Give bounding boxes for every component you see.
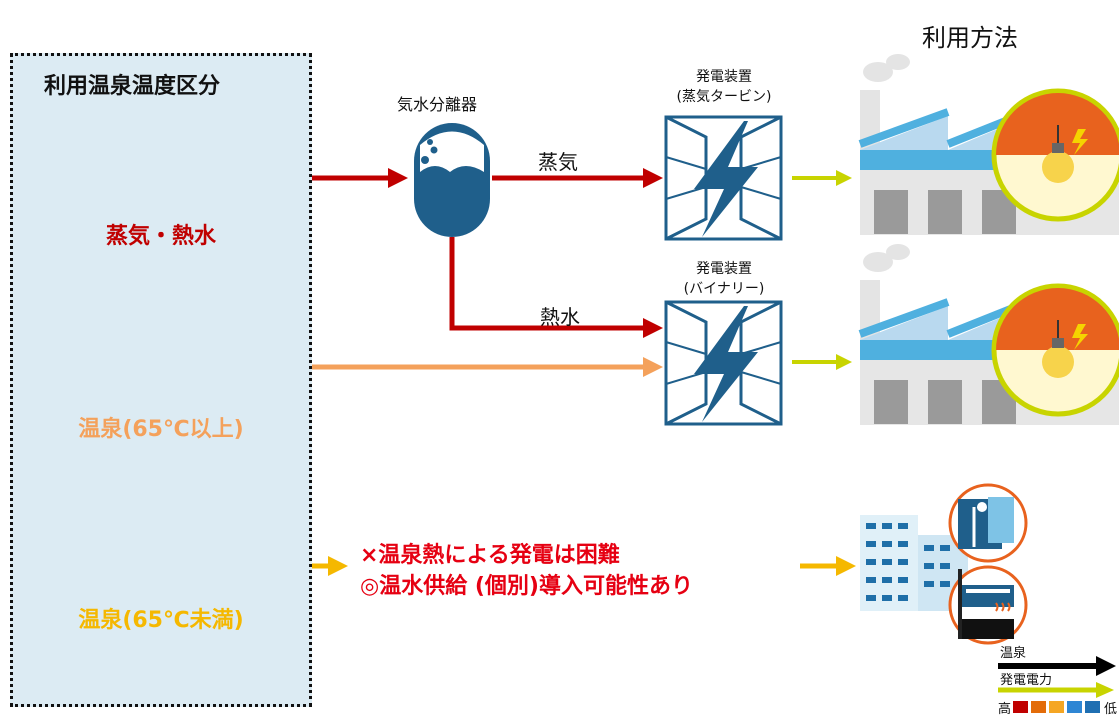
usage-heading: 利用方法 bbox=[922, 24, 1018, 52]
separator-label: 気水分離器 bbox=[397, 95, 478, 114]
generator-2-title-line1: 発電装置 bbox=[696, 261, 752, 277]
lightbulb-power-icon bbox=[991, 88, 1119, 222]
generator-steam-turbine-icon bbox=[664, 115, 783, 241]
legend-power-label: 発電電力 bbox=[1000, 673, 1053, 688]
separator-vessel-icon bbox=[414, 123, 490, 237]
legend-power-arrow bbox=[998, 682, 1114, 698]
arrow-power-1 bbox=[792, 170, 852, 186]
generator-2-title-line2: (バイナリー) bbox=[683, 281, 765, 297]
arrow-hot-spring-high bbox=[267, 357, 663, 377]
message-line-2: ◎温水供給 (個別)導入可能性あり bbox=[360, 574, 693, 599]
arrow-steam bbox=[492, 168, 663, 188]
arrow-power-2 bbox=[792, 354, 852, 370]
generator-binary-icon bbox=[664, 300, 783, 426]
panel-title: 利用温泉温度区分 bbox=[44, 74, 221, 99]
legend-hot-spring-label: 温泉 bbox=[1000, 646, 1027, 661]
generator-2-title: 発電装置 (バイナリー) bbox=[664, 258, 784, 298]
source-label-steam-hot-water: 蒸気・熱水 bbox=[105, 224, 216, 249]
legend-low-label: 低 bbox=[1104, 702, 1118, 717]
legend-swatch bbox=[1013, 701, 1028, 713]
shower-icon bbox=[948, 483, 1028, 563]
legend-swatch bbox=[1049, 701, 1064, 713]
legend-hot-spring-arrow bbox=[998, 656, 1116, 676]
arrow-to-buildings bbox=[800, 556, 856, 576]
legend-swatch bbox=[1067, 701, 1082, 713]
source-label-hot-spring-high: 温泉(65℃以上) bbox=[78, 417, 244, 442]
water-heater-icon bbox=[948, 565, 1028, 645]
legend-color-scale bbox=[1013, 701, 1100, 713]
generator-1-title: 発電装置 (蒸気タービン) bbox=[664, 66, 784, 106]
temperature-classification-panel bbox=[10, 53, 312, 707]
arrow-hot-water bbox=[449, 237, 663, 338]
steam-flow-label: 蒸気 bbox=[538, 150, 578, 174]
message-line-1: ×温泉熱による発電は困難 bbox=[360, 543, 620, 568]
legend-high-label: 高 bbox=[998, 702, 1012, 717]
generator-1-title-line1: 発電装置 bbox=[696, 69, 752, 85]
hot-water-flow-label: 熱水 bbox=[540, 305, 580, 329]
legend-swatch bbox=[1085, 701, 1100, 713]
generator-1-title-line2: (蒸気タービン) bbox=[676, 89, 772, 105]
source-label-hot-spring-low: 温泉(65℃未満) bbox=[78, 608, 244, 633]
legend-swatch bbox=[1031, 701, 1046, 713]
lightbulb-power-icon bbox=[991, 283, 1119, 417]
